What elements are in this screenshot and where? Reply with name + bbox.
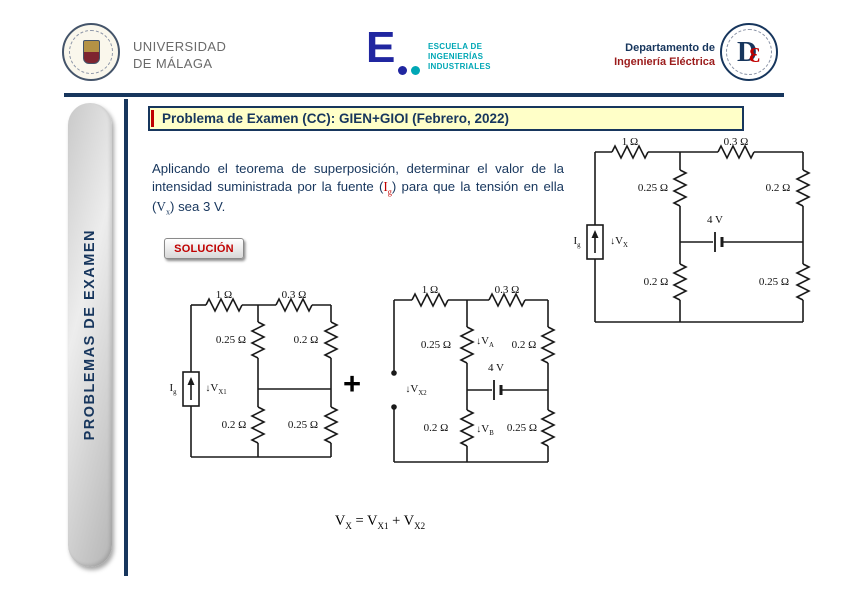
title-bar: Problema de Examen (CC): GIEN+GIOI (Febr…	[148, 106, 744, 131]
title-accent-bar	[151, 110, 154, 127]
battery-symbol	[492, 378, 503, 402]
resistor-value-label: 0.25 Ω	[215, 334, 247, 346]
university-name-line2: DE MÁLAGA	[133, 56, 213, 71]
resistor-value-label: 0.25 Ω	[637, 182, 669, 194]
voltage-source-label: 4 V	[488, 362, 504, 374]
current-source-symbol	[182, 371, 200, 407]
dot-icon	[398, 66, 407, 75]
problem-statement: Aplicando el teorema de superposición, d…	[152, 160, 564, 219]
resistor-value-label: 0.3 Ω	[494, 284, 520, 296]
sidebar-pill: PROBLEMAS DE EXAMEN	[68, 103, 112, 567]
university-name: UNIVERSIDAD DE MÁLAGA	[133, 38, 226, 72]
resistor-value-label: 0.2 Ω	[423, 422, 449, 434]
resistor-symbol	[324, 321, 338, 359]
department-monogram-d: D	[737, 37, 758, 68]
down-arrow-icon: ↓	[205, 382, 211, 394]
resistor-value-label: 1 Ω	[621, 136, 639, 148]
circuit-2-schematic	[391, 293, 555, 463]
voltage-symbol-text: Vx	[156, 199, 171, 217]
resistor-symbol	[324, 406, 338, 444]
battery-symbol	[713, 230, 724, 254]
header-divider	[64, 93, 784, 97]
resistor-value-label: 0.3 Ω	[281, 289, 307, 301]
department-name-line2: Ingeniería Eléctrica	[614, 56, 715, 68]
uma-seal-ring	[69, 30, 113, 74]
resistor-value-label: 1 Ω	[215, 289, 233, 301]
resistor-symbol	[541, 326, 555, 364]
voltage-source-label: 4 V	[707, 214, 723, 226]
current-source-label: Ig	[573, 234, 581, 250]
department-name: Departamento de Ingeniería Eléctrica	[612, 41, 715, 69]
department-logo-ring	[726, 29, 772, 75]
department-monogram-e: Ɛ	[749, 43, 761, 67]
content-divider	[124, 99, 128, 576]
current-source-symbol	[586, 224, 604, 260]
uma-crest-icon	[83, 40, 100, 64]
down-arrow-icon: ↓	[610, 235, 616, 247]
dot-icon	[411, 66, 420, 75]
resistor-symbol	[460, 409, 474, 447]
va-label: ↓VA	[476, 334, 494, 350]
circuit-superposition-2: 1 Ω 0.3 Ω 0.25 Ω ↓VA 0.2 Ω 4 V 0.2 Ω ↓VB…	[372, 278, 572, 478]
terminal-dot	[391, 370, 397, 376]
vb-label: ↓VB	[476, 422, 494, 438]
resistor-value-label: 0.25 Ω	[287, 419, 319, 431]
department-name-line1: Departamento de	[625, 42, 715, 54]
circuit-1-schematic	[182, 298, 338, 458]
school-name-line2: INGENIERÍAS	[428, 52, 484, 61]
resistor-value-label: 0.2 Ω	[221, 419, 247, 431]
vx2-label: ↓VX2	[405, 382, 427, 398]
resistor-value-label: 0.2 Ω	[293, 334, 319, 346]
resistor-symbol	[251, 406, 265, 444]
superposition-formula: VX = VX1 + VX2	[334, 513, 426, 531]
problem-text-part1: Aplicando el teorema de superposición, d…	[152, 161, 564, 194]
current-source-label: Ig	[169, 381, 177, 397]
department-logo-icon: D Ɛ	[720, 23, 778, 81]
uma-seal-icon	[62, 23, 120, 81]
down-arrow-icon: ↓	[476, 335, 482, 347]
resistor-symbol	[796, 263, 810, 301]
university-name-line1: UNIVERSIDAD	[133, 39, 227, 54]
resistor-symbol	[796, 169, 810, 207]
resistor-symbol	[673, 263, 687, 301]
down-arrow-icon: ↓	[476, 423, 482, 435]
school-logo-letter: E	[366, 23, 396, 72]
resistor-value-label: 0.25 Ω	[420, 339, 452, 351]
resistor-value-label: 0.2 Ω	[765, 182, 791, 194]
school-name-line3: INDUSTRIALES	[428, 62, 491, 71]
circuit-original-schematic	[586, 145, 810, 323]
resistor-value-label: 0.3 Ω	[723, 136, 749, 148]
school-logo: E ESCUELA DE INGENIERÍAS INDUSTRIALES	[366, 26, 516, 82]
resistor-value-label: 1 Ω	[421, 284, 439, 296]
page-title: Problema de Examen (CC): GIEN+GIOI (Febr…	[162, 111, 509, 126]
solution-button[interactable]: SOLUCIÓN	[164, 238, 244, 259]
problem-text-part2: ) para que la tensión en ella (	[152, 178, 564, 215]
resistor-value-label: 0.25 Ω	[758, 276, 790, 288]
resistor-symbol	[251, 321, 265, 359]
resistor-symbol	[541, 409, 555, 447]
resistor-value-label: 0.2 Ω	[643, 276, 669, 288]
terminal-dot	[391, 404, 397, 410]
resistor-symbol	[673, 169, 687, 207]
problem-text-part3: ) sea 3 V.	[170, 199, 226, 215]
circuit-original: 1 Ω 0.3 Ω 0.25 Ω 0.2 Ω 4 V 0.2 Ω 0.25 Ω …	[565, 136, 815, 336]
down-arrow-icon: ↓	[405, 383, 411, 395]
resistor-value-label: 0.2 Ω	[511, 339, 537, 351]
plus-operator: +	[342, 366, 362, 401]
sidebar-label: PROBLEMAS DE EXAMEN	[82, 229, 98, 441]
vx-label: ↓VX	[610, 234, 628, 250]
school-name-line1: ESCUELA DE	[428, 42, 483, 51]
current-source-symbol-text: Ig	[383, 178, 392, 197]
resistor-symbol	[460, 326, 474, 364]
resistor-value-label: 0.25 Ω	[506, 422, 538, 434]
vx1-label: ↓VX1	[205, 381, 227, 397]
school-name: ESCUELA DE INGENIERÍAS INDUSTRIALES	[428, 42, 491, 72]
circuit-superposition-1: 1 Ω 0.3 Ω 0.25 Ω 0.2 Ω 0.2 Ω 0.25 Ω Ig ↓…	[163, 285, 348, 475]
